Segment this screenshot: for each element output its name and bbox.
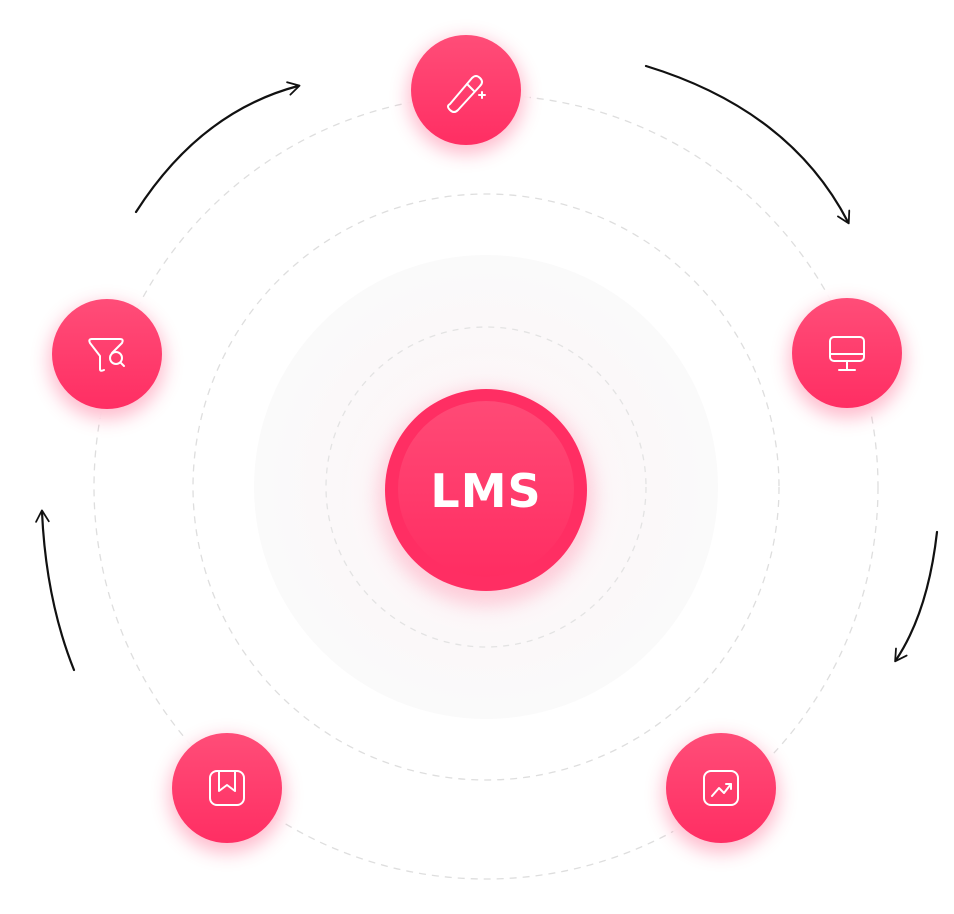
magic-pen-icon xyxy=(447,75,486,113)
bookmark-icon xyxy=(209,770,245,806)
arrow-deliver-to-analyze xyxy=(894,530,939,663)
node-track[interactable] xyxy=(163,725,291,853)
node-analyze[interactable] xyxy=(657,725,785,853)
arrow-create-to-deliver xyxy=(644,64,851,225)
inner-orbit-ring xyxy=(325,326,647,648)
node-create[interactable] xyxy=(402,28,530,156)
center-label: LMS xyxy=(430,464,541,518)
arrow-evaluate-to-create xyxy=(134,81,301,214)
filter-search-icon xyxy=(88,338,125,372)
middle-orbit-ring xyxy=(192,193,780,781)
node-deliver[interactable] xyxy=(783,290,911,418)
node-evaluate[interactable] xyxy=(43,291,171,419)
arrow-track-to-evaluate xyxy=(35,509,76,672)
monitor-icon xyxy=(829,336,865,371)
trend-up-icon xyxy=(703,770,739,806)
center-node-lms[interactable]: LMS xyxy=(378,389,594,606)
